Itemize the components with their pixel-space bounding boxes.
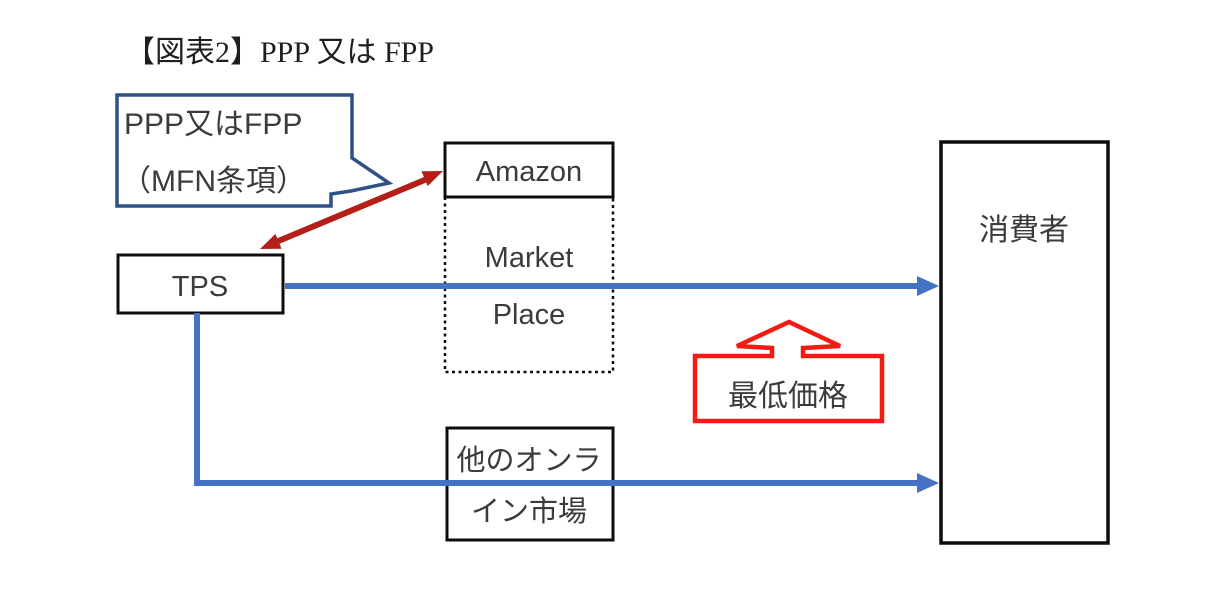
red-double-arrow (260, 171, 443, 249)
tps-to-consumer-arrow-lower (194, 313, 939, 493)
min-price-box (692, 319, 885, 424)
callout-label-line2: （MFN条項） (121, 165, 306, 198)
callout-bubble (115, 93, 394, 208)
callout-label-line1: PPP又はFPP (124, 108, 302, 141)
min-price-label: 最低価格 (728, 380, 848, 413)
consumer-box (939, 140, 1110, 545)
other-market-label-line1: 他のオンラ (456, 444, 601, 477)
amazon-label: Amazon (476, 156, 582, 188)
tps-box (116, 253, 285, 315)
tps-to-consumer-arrow-upper (285, 276, 939, 296)
tps-label: TPS (172, 271, 228, 303)
consumer-label: 消費者 (979, 214, 1069, 247)
figure-title: 【図表2】PPP 又は FPP (125, 36, 434, 69)
marketplace-label-line2: Place (493, 299, 566, 331)
marketplace-label-line1: Market (485, 242, 574, 274)
other-market-label-line2: イン市場 (471, 495, 587, 528)
amazon-box (443, 141, 615, 199)
